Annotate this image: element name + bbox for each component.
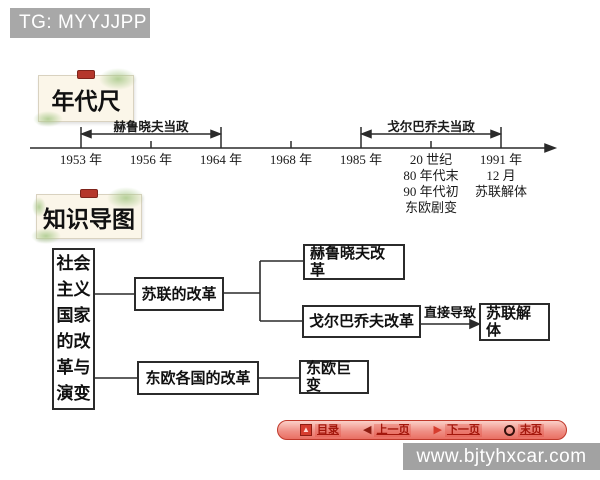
leads-to-arrow-label: 直接导致: [423, 305, 476, 320]
nav-prev-page-button[interactable]: ◀ 上一页: [363, 423, 412, 437]
node-east-upheaval: 东欧巨 变: [299, 360, 369, 394]
leaf-decoration-icon: [31, 228, 61, 244]
tick-label-east-upheaval-period: 20 世纪 80 年代末 90 年代初 东欧剧变: [403, 152, 459, 215]
tick-label-1953: 1953 年: [59, 152, 103, 167]
contents-icon: ▲: [300, 424, 312, 436]
mindmap-section-label: 知识导图: [31, 187, 145, 244]
leaf-decoration-icon: [107, 187, 145, 209]
nav-prev-page-label: 上一页: [374, 423, 412, 437]
tick-label-1964: 1964 年: [199, 152, 243, 167]
mindmap-section-title: 知识导图: [43, 205, 135, 232]
nav-next-page-button[interactable]: ▶ 下一页: [433, 423, 482, 437]
tick-label-1956: 1956 年: [129, 152, 173, 167]
next-page-icon: ▶: [433, 423, 442, 436]
timeline-section-label: 年代尺: [33, 68, 137, 127]
era-label-khrushchev: 赫鲁晓夫当政: [113, 120, 189, 134]
site-watermark: www.bjtyhxcar.com: [403, 443, 600, 470]
nav-contents-button[interactable]: ▲ 目录: [300, 423, 341, 437]
era-label-gorbachev: 戈尔巴乔夫当政: [387, 120, 475, 134]
node-khrushchev-reform: 赫鲁晓夫改 革: [303, 244, 405, 280]
nav-contents-label: 目录: [315, 423, 341, 437]
tick-label-1991: 1991 年 12 月 苏联解体: [474, 152, 527, 199]
ornament-icon: [80, 189, 98, 198]
last-page-icon: [503, 424, 515, 436]
timeline-section-title: 年代尺: [51, 87, 121, 114]
node-soviet-reform: 苏联的改革: [134, 277, 224, 311]
ornament-icon: [77, 70, 95, 79]
slide-navbar: ▲ 目录 ◀ 上一页 ▶ 下一页 末页: [277, 420, 567, 440]
node-socialist-reform-root: 社会 主义 国家 的改 革与 演变: [52, 248, 95, 410]
tick-label-1985: 1985 年: [339, 152, 383, 167]
leaf-decoration-icon: [99, 68, 137, 90]
node-east-europe-reform: 东欧各国的改革: [137, 361, 259, 395]
leaf-decoration-icon: [33, 111, 63, 127]
tick-label-1968: 1968 年: [269, 152, 313, 167]
nav-last-page-button[interactable]: 末页: [503, 423, 544, 437]
leaf-decoration-icon: [32, 197, 46, 217]
timeline-axis: [30, 127, 558, 153]
node-ussr-collapse: 苏联解 体: [479, 303, 550, 341]
tg-banner: TG: MYYJJPP: [10, 8, 150, 38]
axis-arrow-icon: [544, 143, 558, 153]
prev-page-icon: ◀: [363, 423, 372, 436]
node-gorbachev-reform: 戈尔巴乔夫改革: [302, 305, 421, 338]
nav-last-page-label: 末页: [517, 423, 544, 437]
nav-next-page-label: 下一页: [444, 423, 482, 437]
